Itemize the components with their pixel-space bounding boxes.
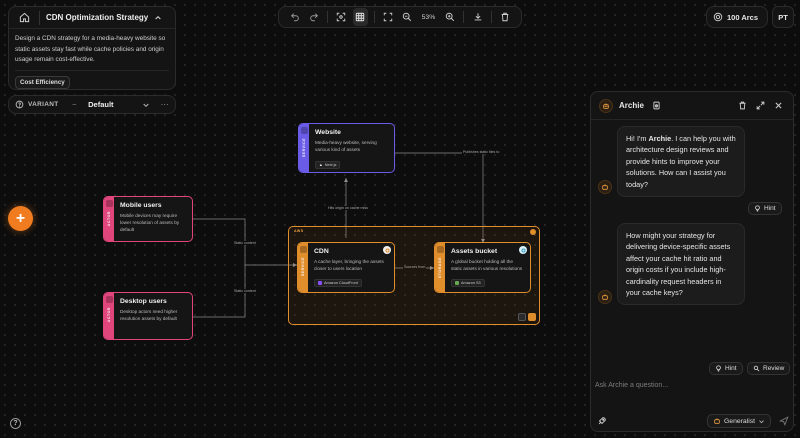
- download-icon[interactable]: [470, 8, 485, 26]
- undo-icon[interactable]: [287, 8, 302, 26]
- aws-group-label: AWS: [294, 229, 304, 233]
- node-cdn[interactable]: SERVICE CDN A cache layer, bringing the …: [297, 242, 395, 293]
- trash-icon[interactable]: [498, 8, 513, 26]
- variant-value[interactable]: Default: [88, 100, 114, 109]
- tech-chip: Amazon CloudFront: [314, 279, 362, 287]
- archie-chat-panel: Archie Hi! I'm Archie. I can help you wi…: [590, 91, 794, 432]
- expand-icon[interactable]: [753, 99, 767, 113]
- edge-label-sources: Sources from: [403, 265, 427, 269]
- group-edit-icon[interactable]: [518, 313, 526, 321]
- arcs-label: 100 Arcs: [727, 12, 758, 22]
- chevron-down-icon: [759, 419, 764, 423]
- lightbulb-icon: [716, 365, 721, 372]
- actor-icon: [105, 296, 113, 303]
- group-settings-icon[interactable]: [528, 313, 536, 321]
- node-desktop-users[interactable]: ACTOR Desktop users Desktop actors need …: [103, 292, 193, 340]
- node-title: CDN: [314, 248, 329, 255]
- chevron-up-icon[interactable]: [153, 13, 163, 23]
- s3-icon: [455, 281, 459, 285]
- cloudfront-icon: [318, 281, 322, 285]
- node-description: Mobile devices may require lower resolut…: [120, 213, 180, 232]
- actor-icon: [105, 200, 113, 207]
- variant-selector[interactable]: VARIANT – Default ···: [8, 95, 176, 114]
- search-icon: [753, 365, 760, 372]
- history-icon[interactable]: [650, 99, 664, 113]
- node-title: Mobile users: [120, 202, 162, 209]
- add-node-button[interactable]: +: [8, 206, 33, 231]
- minus-icon: –: [72, 101, 77, 108]
- tech-chip: ▲Next.js: [315, 161, 341, 169]
- project-description: Design a CDN strategy for a media-heavy …: [15, 35, 166, 63]
- user-avatar[interactable]: PT: [772, 6, 794, 28]
- home-icon[interactable]: [15, 9, 33, 27]
- node-title: Assets bucket: [451, 248, 498, 255]
- assistant-message: How might your strategy for delivering d…: [617, 223, 745, 306]
- service-icon: [300, 127, 308, 134]
- assistant-name: Archie: [619, 101, 644, 110]
- canvas-toolbar: 53%: [278, 6, 522, 28]
- hint-button[interactable]: Hint: [709, 362, 743, 375]
- node-website[interactable]: SERVICE Website Media-heavy website, ser…: [298, 123, 395, 173]
- edge-label-publishes: Publishes static files to: [462, 150, 501, 154]
- nextjs-icon: ▲: [319, 163, 323, 167]
- tech-chip: Amazon S3: [451, 279, 485, 287]
- trash-icon[interactable]: [735, 99, 749, 113]
- send-icon[interactable]: [779, 416, 789, 426]
- chevron-down-icon[interactable]: [142, 100, 151, 109]
- node-status-icon[interactable]: [519, 246, 527, 254]
- grid-icon[interactable]: [352, 8, 368, 26]
- node-title: Desktop users: [120, 298, 167, 305]
- more-options-icon[interactable]: ···: [160, 100, 169, 109]
- bot-icon: [714, 418, 720, 424]
- project-tag: Cost Efficiency: [15, 75, 70, 89]
- aws-group-icon: [530, 229, 536, 235]
- edge-label-static-desktop: Static content: [233, 289, 257, 293]
- assistant-message: Hi! I'm Archie. I can help you with arch…: [617, 126, 745, 198]
- node-title: Website: [315, 129, 341, 136]
- bot-avatar-icon: [599, 98, 613, 113]
- node-description: Desktop actors need higher resolution as…: [120, 309, 178, 321]
- node-mobile-users[interactable]: ACTOR Mobile users Mobile devices may re…: [103, 196, 193, 242]
- redo-icon[interactable]: [306, 8, 321, 26]
- zoom-level: 53%: [421, 13, 436, 21]
- project-title[interactable]: CDN Optimization Strategy: [46, 13, 149, 22]
- target-icon: [713, 12, 723, 22]
- bot-avatar-icon: [598, 180, 612, 194]
- storage-icon: [436, 246, 444, 253]
- focus-icon[interactable]: [334, 8, 349, 26]
- node-description: A cache layer, bringing the assets close…: [314, 259, 384, 271]
- arcs-counter[interactable]: 100 Arcs: [706, 6, 768, 28]
- close-icon[interactable]: [771, 99, 785, 113]
- lightbulb-icon: [755, 205, 760, 212]
- project-panel: CDN Optimization Strategy Design a CDN s…: [8, 6, 176, 90]
- node-description: A global bucket holding all the static a…: [451, 259, 523, 271]
- review-button[interactable]: Review: [747, 362, 791, 375]
- fit-screen-icon[interactable]: [381, 8, 396, 26]
- node-description: Media-heavy website, serving various kin…: [315, 140, 377, 152]
- chat-input[interactable]: Ask Archie a question...: [595, 382, 669, 389]
- mode-selector[interactable]: Generalist: [707, 414, 771, 428]
- variant-label: VARIANT: [28, 101, 59, 108]
- edge-label-hits-origin: Hits origin on cache miss: [327, 206, 369, 210]
- bot-avatar-icon: [598, 290, 612, 304]
- zoom-out-icon[interactable]: [400, 8, 415, 26]
- help-circle-icon[interactable]: [15, 100, 24, 109]
- service-icon: [299, 246, 307, 253]
- edge-label-static-mobile: Static content: [233, 241, 257, 245]
- node-assets-bucket[interactable]: STORAGE Assets bucket A global bucket ho…: [434, 242, 531, 293]
- node-status-icon[interactable]: [383, 246, 391, 254]
- help-icon[interactable]: ?: [10, 418, 21, 429]
- zoom-in-icon[interactable]: [442, 8, 457, 26]
- rocket-icon[interactable]: [597, 416, 607, 426]
- hint-button[interactable]: Hint: [748, 202, 782, 215]
